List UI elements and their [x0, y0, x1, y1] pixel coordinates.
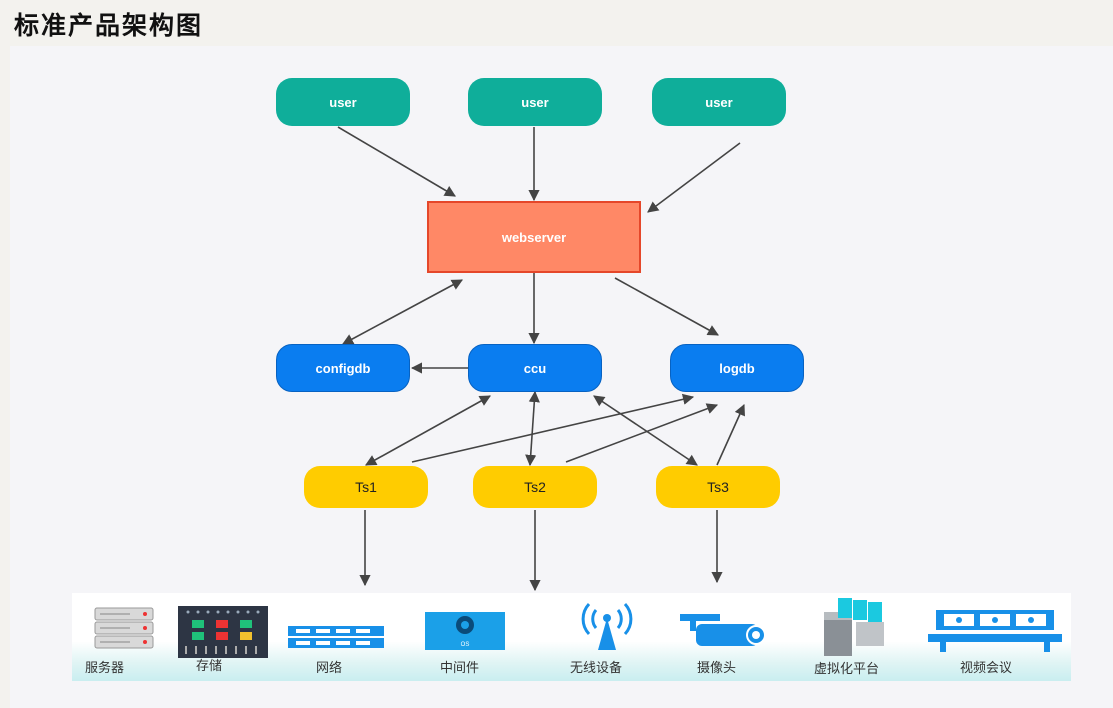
network-icon	[288, 626, 384, 648]
infra-label-network: 网络	[316, 661, 343, 676]
ccu-node: ccu	[468, 344, 602, 392]
infra-label-camera: 摄像头	[697, 661, 737, 676]
storage-icon	[178, 606, 268, 658]
edge-ts2-ccu	[525, 390, 540, 467]
server-icon	[94, 607, 154, 649]
infra-label-wireless: 无线设备	[570, 661, 623, 676]
edge-user1-webserver	[337, 126, 456, 197]
middleware-icon: OS	[425, 612, 505, 650]
infra-label-middleware: 中间件	[440, 661, 480, 676]
ts3-node: Ts3	[656, 466, 780, 508]
infra-label-video-conference: 视频会议	[960, 661, 1013, 676]
user-node-2: user	[468, 78, 602, 126]
user-node-1: user	[276, 78, 410, 126]
ts2-node: Ts2	[473, 466, 597, 508]
edge-ts3-ccu	[593, 395, 698, 466]
logdb-node: logdb	[670, 344, 804, 392]
virtualization-icon	[824, 598, 884, 656]
svg-text:OS: OS	[461, 642, 470, 648]
infra-label-storage: 存储	[196, 659, 223, 674]
video-conference-icon	[928, 610, 1062, 652]
user-node-3: user	[652, 78, 786, 126]
edge-webserver-configdb	[342, 279, 463, 345]
infra-label-virtualization: 虚拟化平台	[814, 662, 880, 677]
edge-webserver-logdb	[614, 277, 719, 336]
ts1-node: Ts1	[304, 466, 428, 508]
camera-icon	[680, 614, 766, 646]
webserver-node: webserver	[427, 201, 641, 273]
infra-label-server: 服务器	[85, 661, 125, 676]
configdb-node: configdb	[276, 344, 410, 392]
edge-user3-webserver	[647, 142, 741, 213]
edge-ts1-ccu	[365, 395, 491, 466]
page-title: 标准产品架构图	[14, 11, 204, 40]
wireless-icon	[581, 602, 633, 650]
edge-ts3-logdb	[716, 403, 745, 466]
